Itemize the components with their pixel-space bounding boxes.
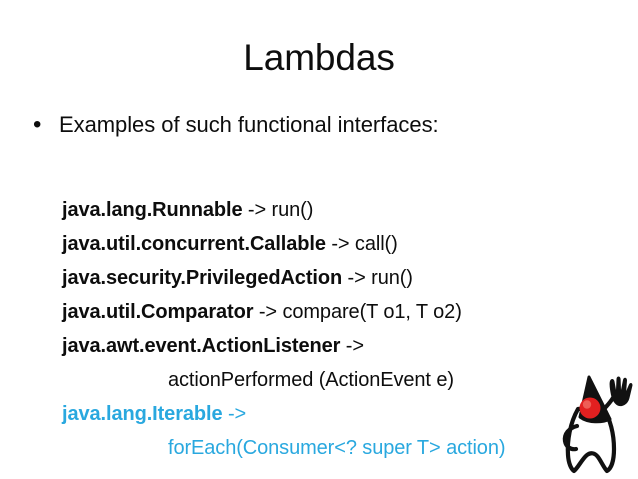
code-listing: java.lang.Runnable -> run() java.util.co… (62, 193, 622, 465)
code-line: java.lang.Iterable -> (62, 397, 622, 431)
code-method-name: run() (371, 267, 413, 289)
duke-hand (609, 376, 633, 407)
code-method-name: run() (271, 199, 314, 221)
java-duke-mascot-icon (556, 371, 634, 477)
code-method-name: forEach(Consumer<? super T> action) (168, 437, 506, 459)
code-line: java.security.PrivilegedAction -> run() (62, 261, 622, 295)
code-line: java.util.Comparator -> compare(T o1, T … (62, 295, 622, 329)
code-class-name: java.lang.Iterable (62, 403, 223, 425)
code-class-name: java.awt.event.ActionListener (62, 335, 341, 357)
duke-nose-highlight (582, 400, 592, 409)
code-line: java.awt.event.ActionListener -> (62, 329, 622, 363)
code-arrow: -> (242, 199, 272, 221)
code-method-name: call() (354, 233, 398, 255)
code-arrow: -> (222, 403, 247, 425)
code-arrow: -> (340, 335, 364, 357)
code-arrow: -> (325, 233, 355, 255)
bullet-item: • Examples of such functional interfaces… (33, 110, 593, 140)
code-class-name: java.security.PrivilegedAction (62, 267, 343, 289)
bullet-text: Examples of such functional interfaces: (59, 112, 439, 137)
code-line: java.lang.Runnable -> run() (62, 193, 622, 227)
code-class-name: java.util.Comparator (62, 301, 254, 323)
code-method-name: actionPerformed (ActionEvent e) (168, 369, 454, 391)
code-arrow: -> (342, 267, 372, 289)
duke-nose (579, 397, 601, 419)
page-title: Lambdas (243, 37, 395, 78)
code-class-name: java.lang.Runnable (62, 199, 243, 221)
duke-body (565, 404, 617, 474)
code-class-name: java.util.concurrent.Callable (62, 233, 326, 255)
bullet-marker-icon: • (33, 111, 42, 138)
code-method-name: compare(T o1, T o2) (282, 301, 462, 323)
code-arrow: -> (253, 301, 283, 323)
code-line-continuation: actionPerformed (ActionEvent e) (62, 363, 622, 397)
code-line-continuation: forEach(Consumer<? super T> action) (62, 431, 622, 465)
code-line: java.util.concurrent.Callable -> call() (62, 227, 622, 261)
duke-left-arm (562, 423, 580, 452)
